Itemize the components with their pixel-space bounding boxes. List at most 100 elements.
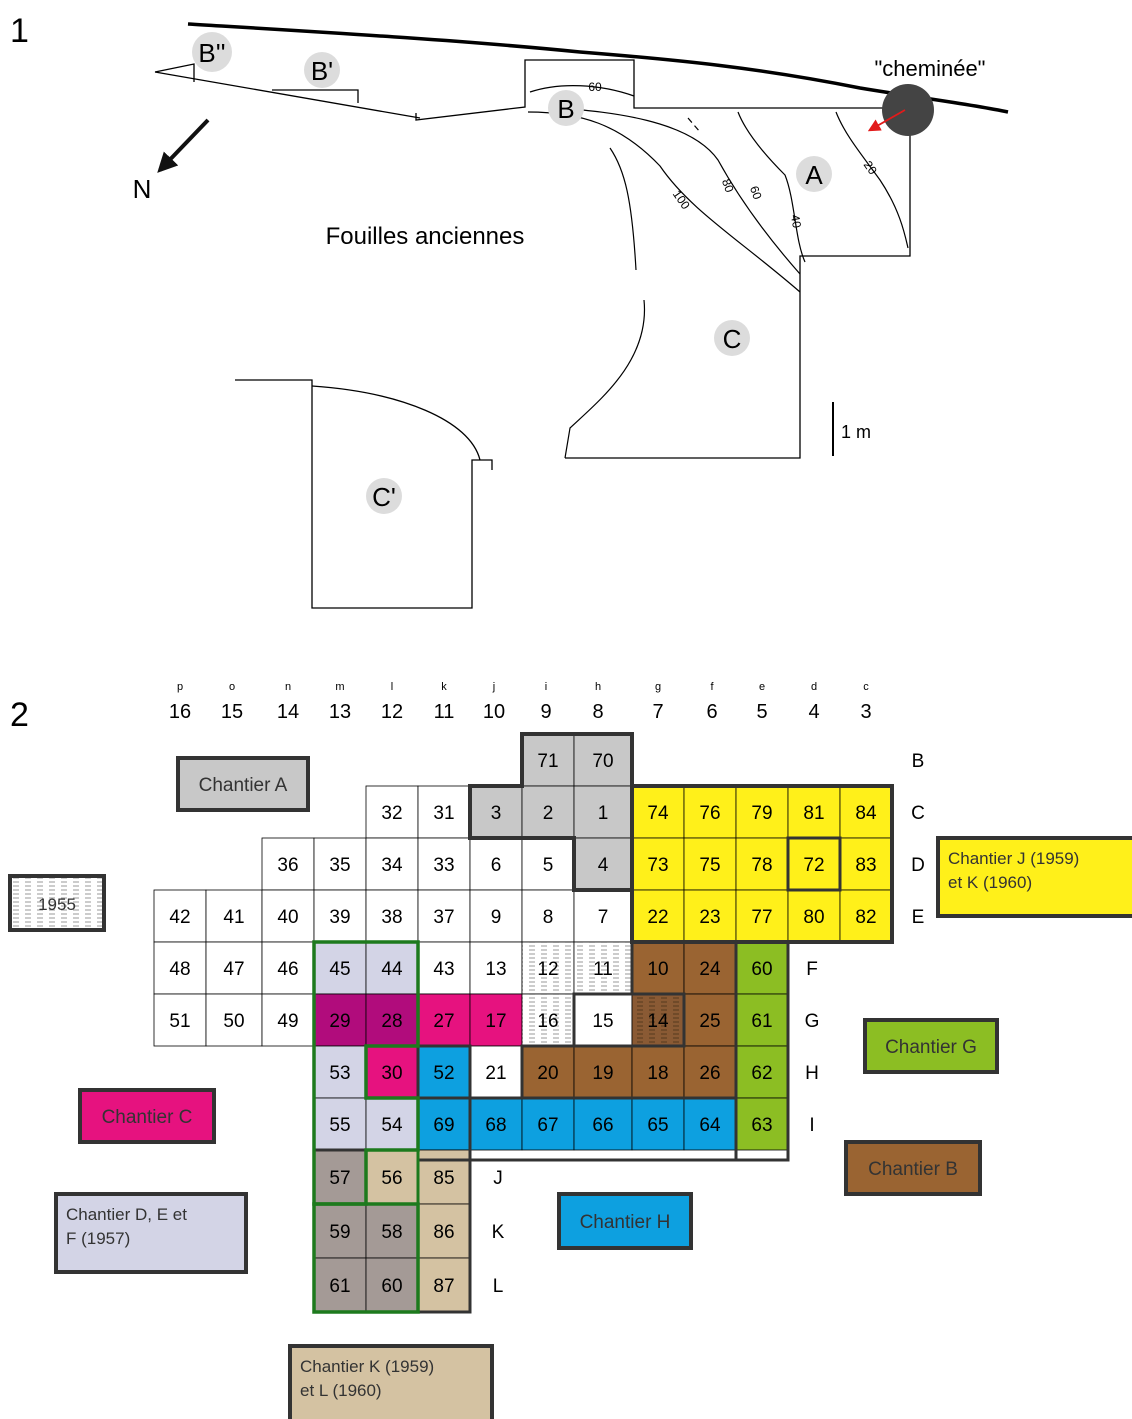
cell-number: 45 — [329, 959, 350, 980]
cell-number: 69 — [433, 1115, 454, 1136]
zone-cp: C' — [366, 478, 402, 514]
legend-label: et L (1960) — [300, 1381, 382, 1400]
grid-cell: 44 — [365, 941, 419, 995]
grid-cell: 81 — [787, 785, 841, 839]
group-outline — [364, 1148, 420, 1206]
grid-cell: 7 — [573, 889, 633, 943]
grid-cell: 87 — [417, 1257, 471, 1313]
grid-cell: 60 — [735, 941, 789, 995]
grid-cell: 21 — [469, 1045, 523, 1099]
cell-number: 33 — [433, 855, 454, 876]
row-letter: C — [911, 803, 925, 824]
grid-cell: 27 — [417, 993, 471, 1047]
grid-cell: 54 — [365, 1097, 419, 1151]
cell-number: 50 — [223, 1011, 244, 1032]
grid-cell: 66 — [573, 1097, 633, 1151]
cell-number: 36 — [277, 855, 298, 876]
grid-cell: 19 — [573, 1045, 633, 1099]
cell-number: 43 — [433, 959, 454, 980]
column-letter: p — [177, 681, 183, 693]
grid-cell: 12 — [521, 941, 575, 995]
legend-item: Chantier G — [863, 1018, 999, 1074]
cell-number: 9 — [491, 907, 502, 928]
column-letter: e — [759, 681, 765, 693]
column-number: 11 — [434, 701, 455, 723]
cell-number: 80 — [803, 907, 824, 928]
cell-number: 19 — [592, 1063, 613, 1084]
grid-cell: 53 — [313, 1045, 367, 1099]
cell-number: 83 — [855, 855, 876, 876]
grid-cell: 15 — [573, 993, 633, 1047]
grid-cell: 35 — [313, 837, 367, 891]
column-number: 8 — [592, 701, 603, 723]
legend-label: Chantier G — [885, 1037, 977, 1058]
grid-cell: 2 — [521, 785, 575, 839]
legend-label: Chantier D, E et — [66, 1205, 187, 1224]
grid-cell: 49 — [261, 993, 315, 1047]
grid-cell: 10 — [631, 941, 685, 995]
cell-number: 64 — [699, 1115, 721, 1136]
grid-cell: 52 — [417, 1045, 471, 1099]
cell-number: 15 — [592, 1011, 613, 1032]
legend-label: Chantier J (1959) — [948, 849, 1079, 868]
column-number: 16 — [169, 701, 191, 723]
grid-cell: 48 — [153, 941, 207, 995]
cell-number: 67 — [537, 1115, 558, 1136]
cell-number: 42 — [169, 907, 190, 928]
group-outline — [572, 992, 686, 1048]
grid-cell: 23 — [683, 889, 737, 943]
grid-cell: 29 — [313, 993, 367, 1047]
cell-number: 78 — [751, 855, 772, 876]
grid-cell: 45 — [313, 941, 367, 995]
grid-cell: 63 — [735, 1097, 789, 1151]
cell-number: 61 — [329, 1276, 350, 1297]
zone-label: B — [557, 94, 574, 124]
cell-number: 25 — [699, 1011, 720, 1032]
cell-number: 65 — [647, 1115, 668, 1136]
group-outline — [630, 784, 894, 944]
grid-cell: 47 — [205, 941, 263, 995]
cell-number: 73 — [647, 855, 668, 876]
grid-cell: 41 — [205, 889, 263, 943]
grid-cell: 61 — [313, 1257, 367, 1313]
contour-label: 40 — [788, 214, 804, 230]
zone-label: C' — [372, 482, 396, 512]
grid-cell: 22 — [631, 889, 685, 943]
grid-cell: 20 — [521, 1045, 575, 1099]
excavation-outline — [154, 59, 911, 609]
grid-cell: 55 — [313, 1097, 367, 1151]
cell-number: 72 — [803, 855, 824, 876]
cell-number: 87 — [433, 1276, 454, 1297]
cell-number: 49 — [277, 1011, 298, 1032]
cell-number: 60 — [381, 1276, 402, 1297]
cell-number: 37 — [433, 907, 454, 928]
zone-label: B' — [311, 56, 333, 86]
grid-cell: 59 — [313, 1203, 367, 1259]
cell-number: 2 — [543, 803, 554, 824]
grid-cell: 58 — [365, 1203, 419, 1259]
cell-number: 31 — [433, 803, 454, 824]
grid-cell: 36 — [261, 837, 315, 891]
cell-number: 18 — [647, 1063, 668, 1084]
cell-number: 52 — [433, 1063, 454, 1084]
grid-cell: 42 — [153, 889, 207, 943]
grid-cell: 77 — [735, 889, 789, 943]
grid-cell: 43 — [417, 941, 471, 995]
column-letter: g — [655, 681, 661, 693]
legend-label: Chantier K (1959) — [300, 1357, 434, 1376]
cell-number: 38 — [381, 907, 402, 928]
row-letter: G — [805, 1011, 820, 1032]
grid-cell: 28 — [365, 993, 419, 1047]
grid-cell: 25 — [683, 993, 737, 1047]
contour-labels: 60 20 40 60 80 100 — [588, 80, 880, 229]
cell-number: 5 — [543, 855, 554, 876]
group-outline — [734, 940, 790, 1162]
grid-cell: 13 — [469, 941, 523, 995]
cell-number: 7 — [598, 907, 609, 928]
column-number: 5 — [756, 701, 767, 723]
grid-cell: 37 — [417, 889, 471, 943]
legend-label: et K (1960) — [948, 873, 1032, 892]
